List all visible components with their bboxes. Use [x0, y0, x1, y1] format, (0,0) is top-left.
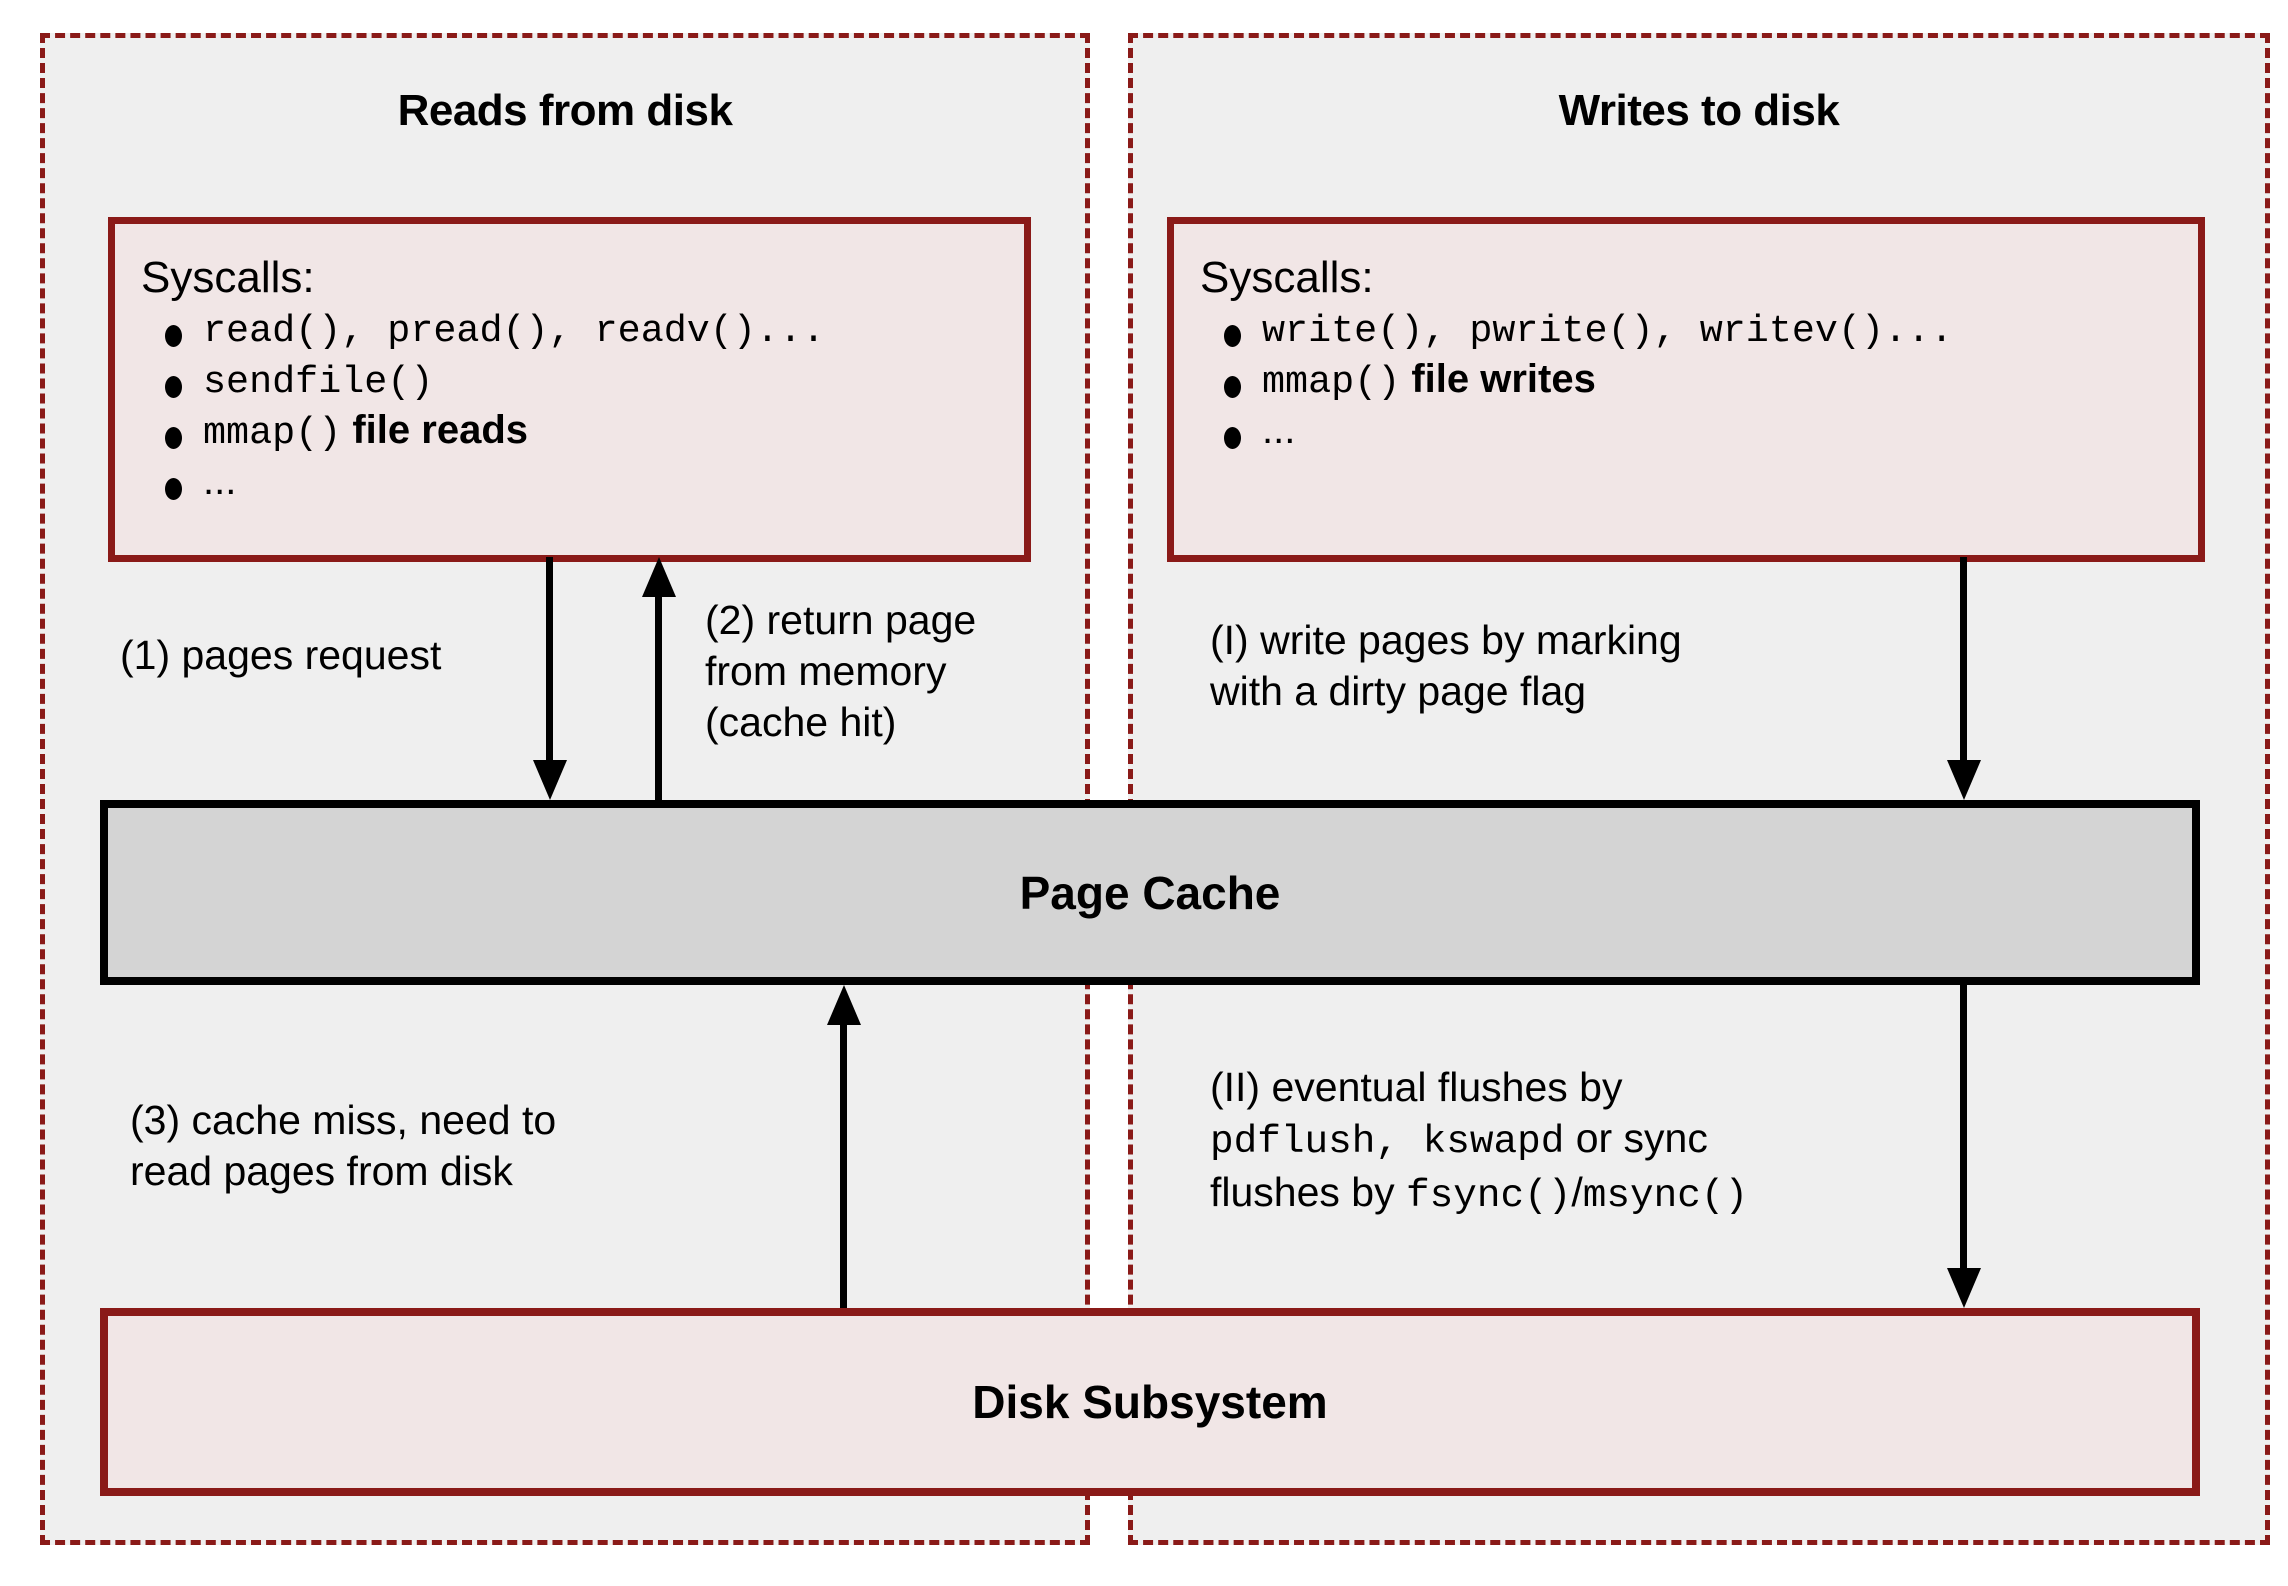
syscall-mono-text: mmap(): [203, 410, 342, 455]
syscalls-heading-reads: Syscalls:: [141, 253, 315, 302]
syscalls-list-reads: read(), pread(), readv()... sendfile() m…: [141, 304, 998, 505]
note-mono-msync: msync(): [1582, 1172, 1749, 1218]
syscall-item: read(), pread(), readv()...: [159, 304, 998, 355]
panel-writes-title: Writes to disk: [1558, 86, 1840, 135]
note-eventual-flushes: (II) eventual flushes by pdflush, kswapd…: [1210, 1062, 1748, 1220]
syscall-item: mmap() file reads: [159, 406, 998, 457]
note-write-pages: (I) write pages by marking with a dirty …: [1210, 615, 1682, 717]
note-pages-request: (1) pages request: [120, 630, 441, 681]
note-line: pdflush, kswapd or sync: [1210, 1113, 1748, 1167]
syscalls-list-writes: write(), pwrite(), writev()... mmap() fi…: [1200, 304, 2172, 454]
note-line: flushes by fsync()/msync(): [1210, 1167, 1748, 1221]
page-cache-box: Page Cache: [100, 800, 2200, 985]
disk-subsystem-box: Disk Subsystem: [100, 1308, 2200, 1496]
note-separator: ,: [1375, 1118, 1423, 1164]
syscalls-box-writes: Syscalls: write(), pwrite(), writev()...…: [1167, 217, 2205, 562]
note-line: read pages from disk: [130, 1147, 513, 1194]
syscall-mono-text: read(), pread(), readv()...: [203, 309, 826, 353]
syscall-item: ...: [1218, 406, 2172, 455]
syscalls-box-reads: Syscalls: read(), pread(), readv()... se…: [108, 217, 1031, 562]
note-line: (cache hit): [705, 698, 897, 745]
note-line: with a dirty page flag: [1210, 667, 1587, 714]
syscall-sans-text: ...: [1262, 407, 1296, 452]
panel-reads-title: Reads from disk: [397, 86, 733, 135]
syscalls-heading-writes: Syscalls:: [1200, 253, 1374, 302]
syscall-item: ...: [159, 457, 998, 506]
note-slash: /: [1571, 1168, 1583, 1215]
syscall-sans-text: ...: [203, 458, 237, 503]
note-mono-fsync: fsync(): [1406, 1172, 1572, 1218]
note-mono-kswapd: kswapd: [1422, 1118, 1565, 1164]
note-line: from memory: [705, 647, 947, 694]
note-line: (3) cache miss, need to: [130, 1097, 557, 1143]
disk-subsystem-label: Disk Subsystem: [972, 1376, 1328, 1428]
note-line: (II) eventual flushes by: [1210, 1064, 1623, 1110]
note-sans-text: or sync: [1564, 1114, 1708, 1161]
note-line: (1) pages request: [120, 632, 442, 678]
syscall-mono-text: sendfile(): [203, 359, 434, 404]
note-sans-text: flushes by: [1210, 1168, 1406, 1215]
panel-reads-from-disk: Reads from disk Syscalls: read(), pread(…: [40, 33, 1090, 1545]
page-cache-label: Page Cache: [1019, 866, 1281, 919]
syscall-mono-text: mmap(): [1262, 359, 1401, 404]
note-cache-miss: (3) cache miss, need to read pages from …: [130, 1095, 556, 1197]
syscall-item: sendfile(): [159, 355, 998, 406]
syscall-sans-text: file writes: [1400, 356, 1596, 401]
syscall-item: mmap() file writes: [1218, 355, 2172, 406]
note-line: (2) return page: [705, 597, 977, 643]
syscall-sans-text: file reads: [341, 407, 528, 452]
syscall-mono-text: write(), pwrite(), writev()...: [1262, 309, 1954, 353]
note-return-page: (2) return page from memory (cache hit): [705, 595, 976, 747]
note-mono-pdflush: pdflush: [1210, 1118, 1376, 1164]
syscall-item: write(), pwrite(), writev()...: [1218, 304, 2172, 355]
note-line: (I) write pages by marking: [1210, 617, 1682, 663]
panel-writes-to-disk: Writes to disk Syscalls: write(), pwrite…: [1128, 33, 2270, 1545]
